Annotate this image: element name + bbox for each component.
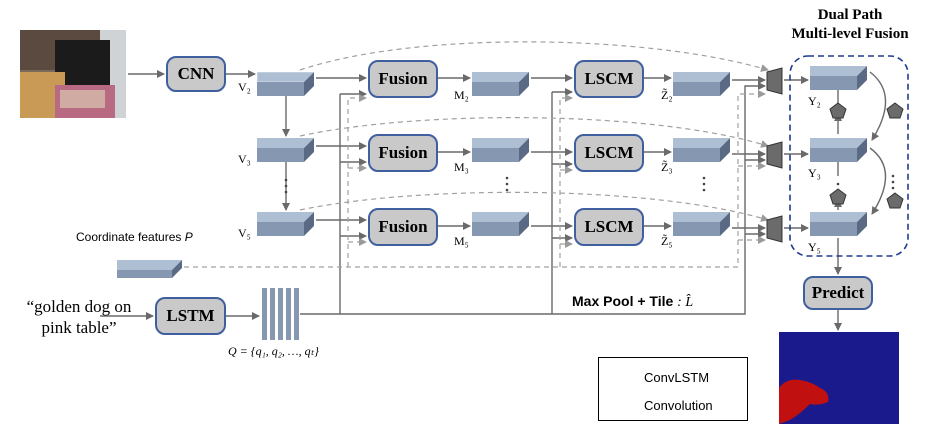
input-image — [20, 30, 126, 118]
feature-v2 — [256, 71, 315, 96]
fusion-module-2: Fusion — [368, 60, 438, 98]
query-line-1: “golden dog on — [26, 297, 132, 316]
feature-m3 — [472, 138, 529, 162]
legend-convolution-label: Convolution — [644, 398, 713, 413]
feature-z2 — [673, 72, 730, 96]
feature-v3 — [257, 138, 314, 162]
convolution-icon — [766, 67, 783, 243]
label-v5: V₅ — [238, 226, 251, 240]
title-line-1: Dual Path — [817, 7, 883, 23]
lscm-module-3: LSCM — [574, 134, 644, 172]
fusion-module-3: Fusion — [368, 134, 438, 172]
lscm-module-5: LSCM — [574, 208, 644, 246]
feature-m5 — [472, 212, 529, 236]
legend: ConvLSTM Convolution — [598, 357, 748, 421]
title-line-2: Multi-level Fusion — [791, 26, 909, 42]
label-y5: Y₅ — [808, 240, 821, 254]
feature-m2 — [472, 72, 529, 96]
coordinate-features-label: Coordinate features P — [76, 230, 193, 244]
label-z5: Z̃₅ — [661, 234, 673, 248]
label-y2: Y₂ — [808, 94, 821, 108]
maxpool-text: Max Pool + Tile — [572, 293, 674, 309]
query-set-label: Q = {q₁, q₂, …, qₜ} — [228, 344, 319, 358]
label-m2: M₂ — [454, 88, 469, 102]
coordinate-symbol: P — [184, 230, 193, 244]
label-z2: Z̃₂ — [661, 88, 673, 102]
label-m5: M₅ — [454, 234, 469, 248]
maxpool-label: Max Pool + Tile : L̂ — [572, 293, 693, 311]
lstm-word-vectors — [262, 288, 299, 340]
feature-y5 — [810, 212, 867, 236]
predict-module: Predict — [803, 276, 873, 310]
label-y3: Y₃ — [808, 166, 821, 180]
label-z3: Z̃₃ — [661, 160, 673, 174]
ellipsis-dots — [284, 174, 895, 198]
query-text: “golden dog on pink table” — [4, 296, 154, 338]
lscm-module-2: LSCM — [574, 60, 644, 98]
label-m3: M₃ — [454, 160, 469, 174]
maxpool-symbol: : L̂ — [677, 295, 694, 310]
fusion-module-5: Fusion — [368, 208, 438, 246]
label-v3: V₃ — [238, 152, 251, 166]
query-line-2: pink table” — [41, 318, 117, 337]
prediction-mask — [779, 332, 899, 424]
skip-connections — [184, 41, 769, 268]
lstm-module: LSTM — [155, 297, 226, 335]
feature-z3 — [673, 138, 730, 162]
diagram-title: Dual Path Multi-level Fusion — [770, 6, 930, 44]
feature-v5 — [257, 212, 314, 236]
feature-coordinate — [117, 260, 182, 278]
feature-z5 — [673, 212, 730, 236]
label-v2: V₂ — [238, 80, 251, 94]
cnn-module: CNN — [166, 56, 226, 92]
feature-y2 — [810, 66, 867, 90]
flow-arrows — [100, 70, 887, 331]
convlstm-icon — [829, 102, 904, 209]
legend-convlstm-label: ConvLSTM — [644, 370, 710, 385]
feature-y3 — [810, 138, 867, 162]
coordinate-features-text: Coordinate features — [76, 230, 182, 244]
dual-path-frame — [789, 55, 909, 257]
